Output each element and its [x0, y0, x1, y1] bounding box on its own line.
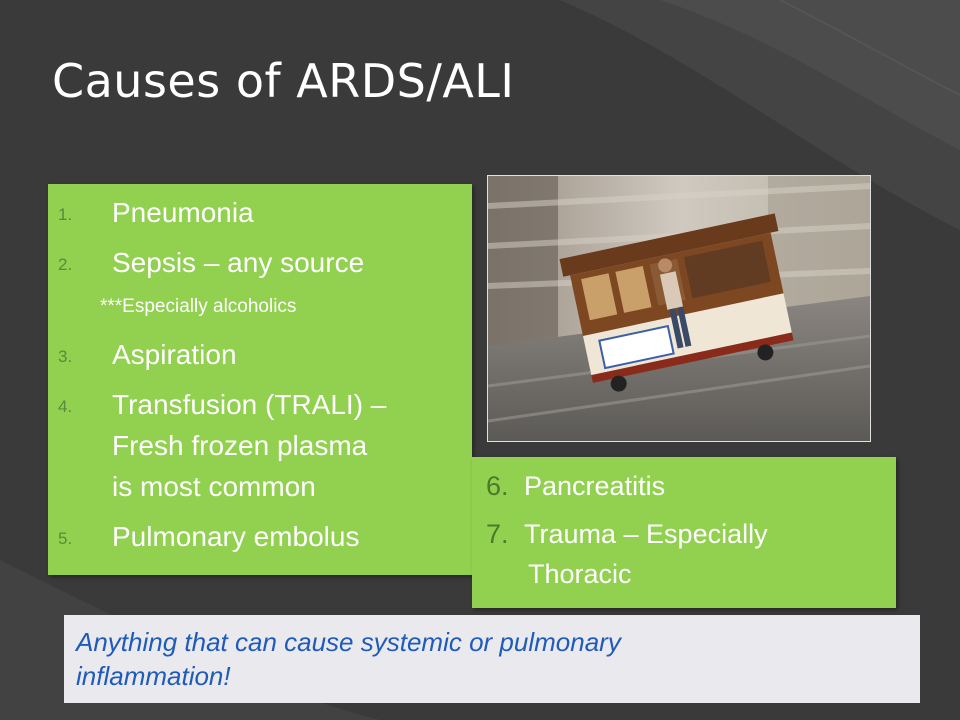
list-item-trauma-line-1: Trauma – Especially — [524, 519, 768, 549]
list-number: 1. — [58, 205, 73, 224]
cable-car-photo — [487, 175, 871, 442]
sub-note-alcoholics: ***Especially alcoholics — [100, 296, 297, 317]
list-number: 6. — [486, 471, 509, 501]
inflammation-note-line-2: inflammation! — [76, 661, 231, 691]
inflammation-note-box: Anything that can cause systemic or pulm… — [64, 615, 920, 703]
slide-title: Causes of ARDS/ALI — [52, 54, 515, 108]
list-item-pneumonia: Pneumonia — [112, 197, 254, 228]
inflammation-note-line-1: Anything that can cause systemic or pulm… — [76, 627, 621, 657]
list-item-pancreatitis: Pancreatitis — [524, 471, 666, 501]
list-item-aspiration: Aspiration — [112, 339, 237, 370]
list-number: 5. — [58, 529, 73, 548]
list-item-trauma-line-2: Thoracic — [528, 559, 632, 589]
list-item-transfusion-line-3: is most common — [112, 471, 316, 502]
list-item-transfusion-line-2: Fresh frozen plasma — [112, 430, 368, 461]
list-number: 2. — [58, 255, 73, 274]
list-item-sepsis: Sepsis – any source — [112, 247, 365, 278]
causes-list-box-continued: 6. Pancreatitis 7. Trauma – Especially T… — [472, 457, 896, 608]
causes-list-box: 1. Pneumonia 2. Sepsis – any source ***E… — [48, 184, 472, 575]
list-number: 3. — [58, 347, 73, 366]
list-number: 4. — [58, 397, 73, 416]
list-item-pulmonary-embolus: Pulmonary embolus — [112, 521, 360, 552]
list-number: 7. — [486, 519, 509, 549]
list-item-transfusion-line-1: Transfusion (TRALI) – — [112, 389, 387, 420]
inflammation-note: Anything that can cause systemic or pulm… — [76, 625, 906, 693]
